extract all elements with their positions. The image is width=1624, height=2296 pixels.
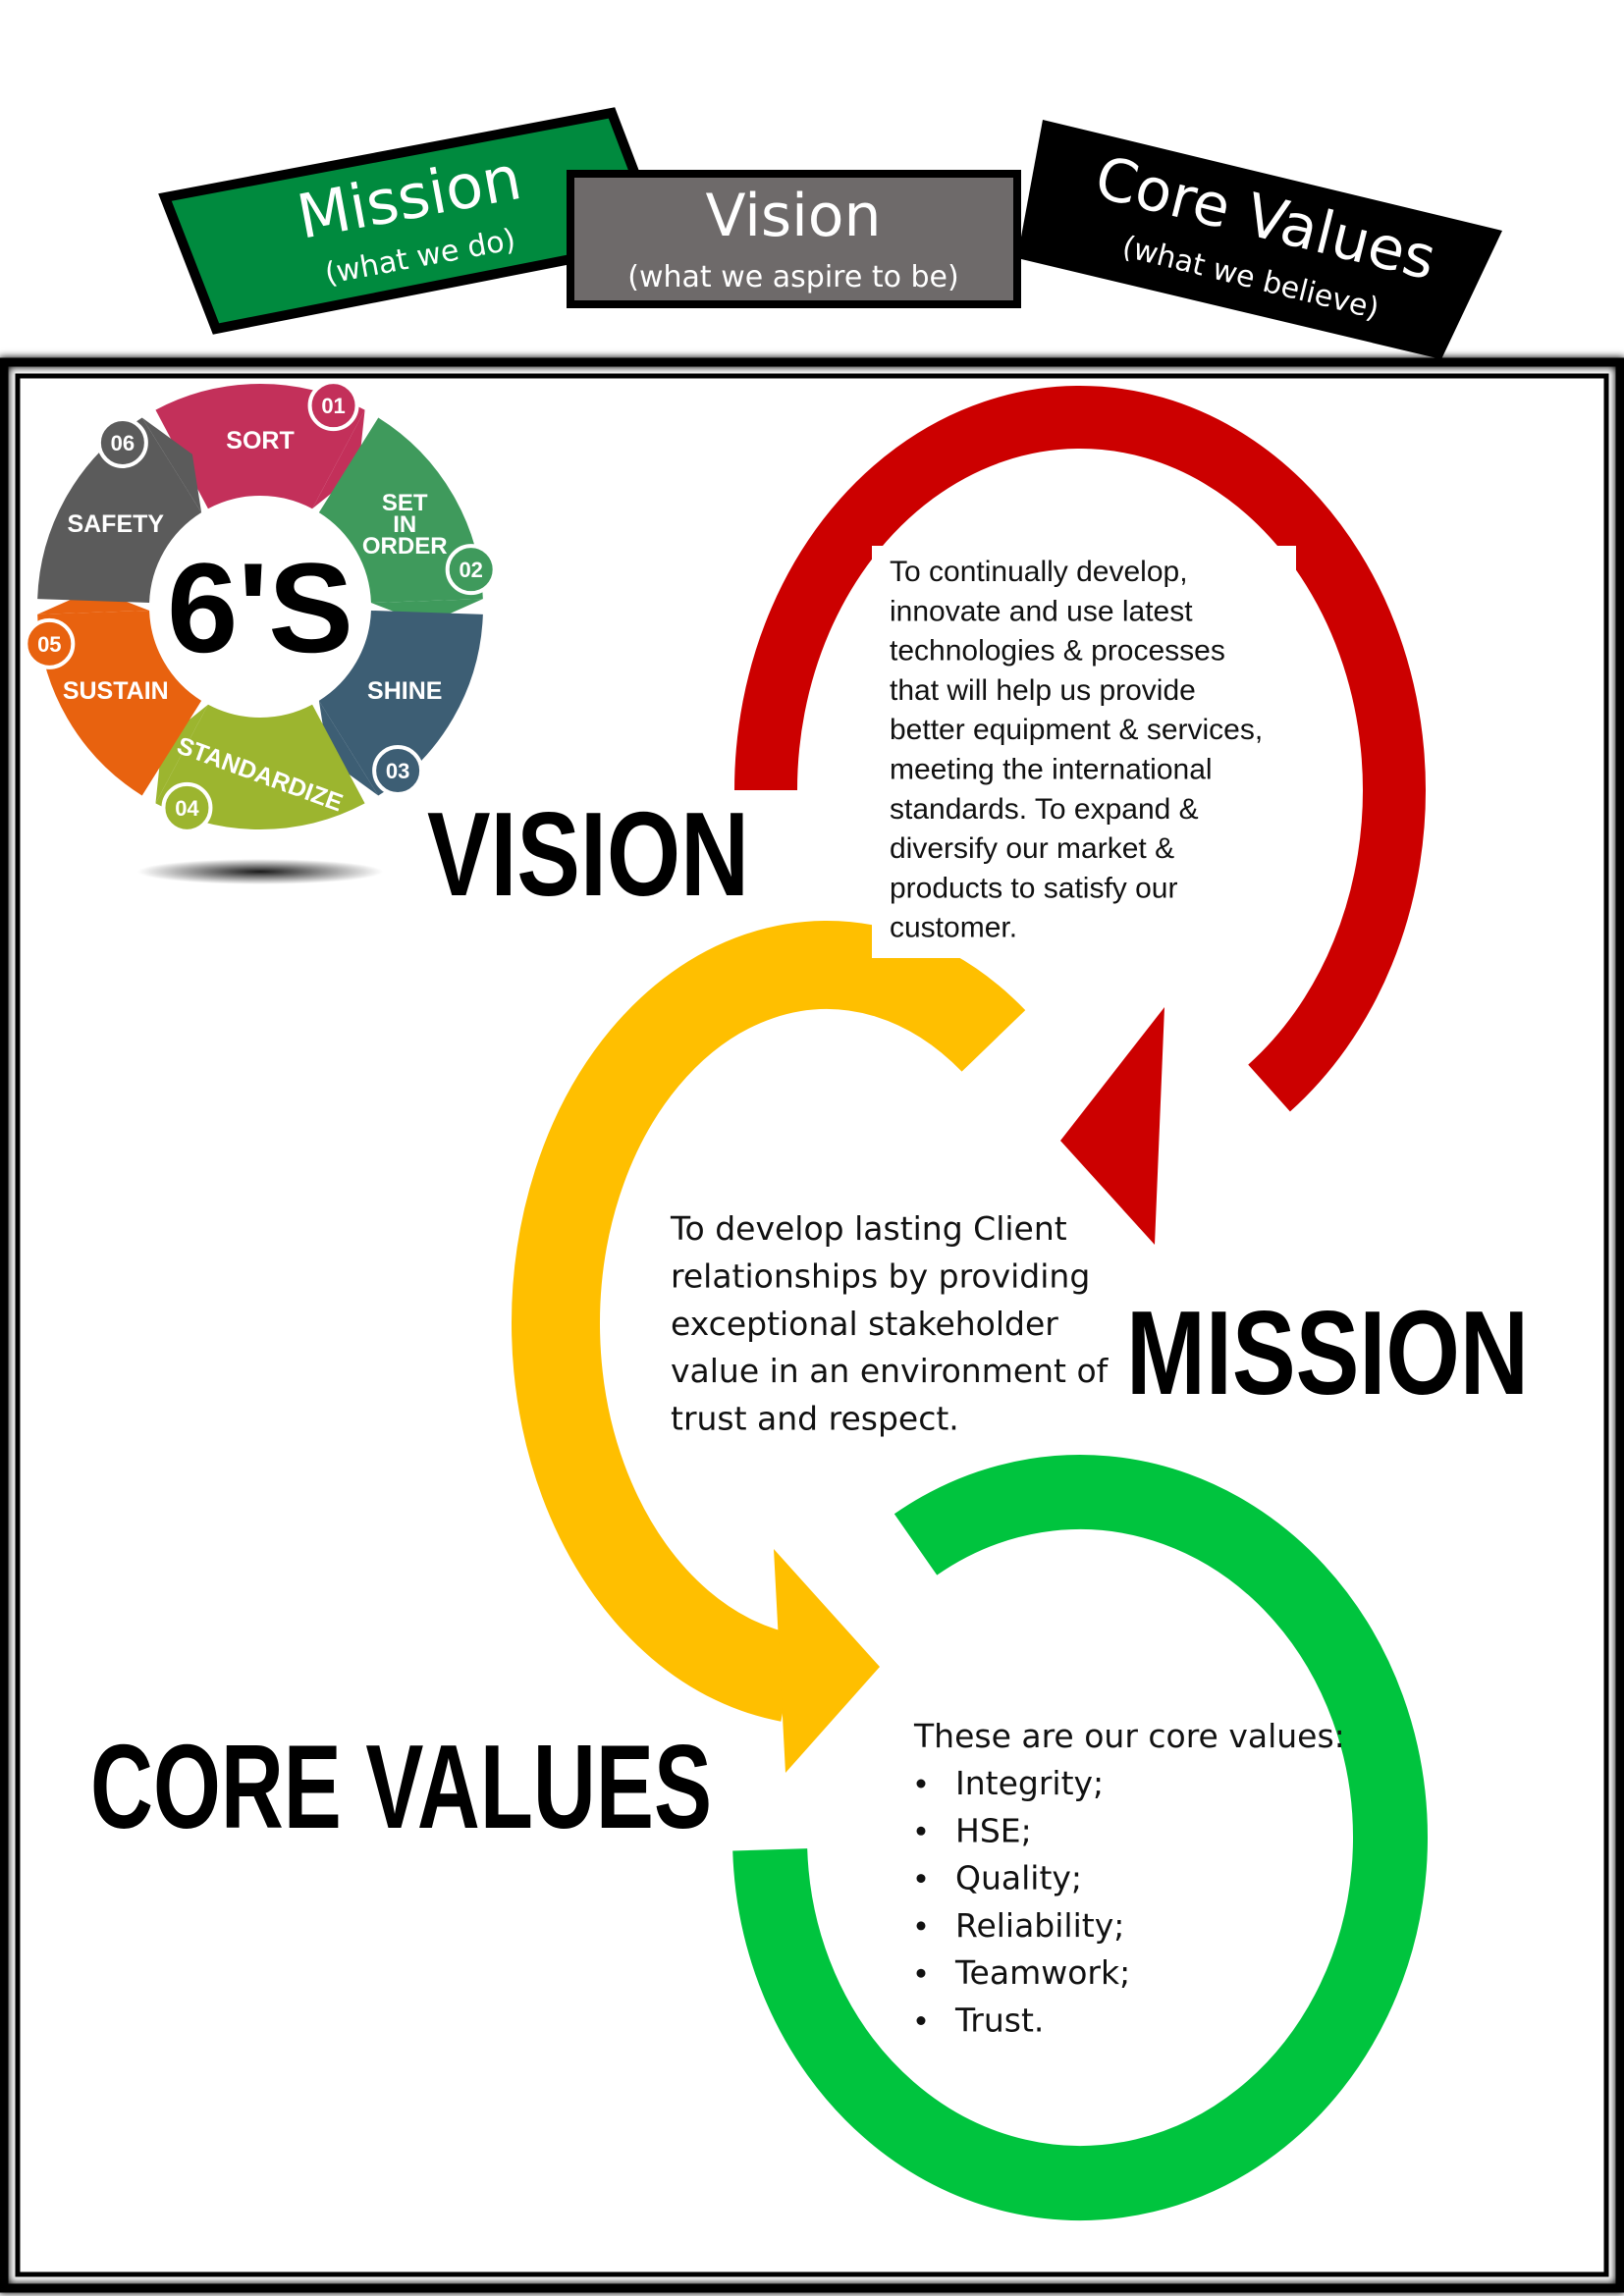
vision-heading: VISION [427,787,749,921]
vision-line: customer. [890,912,1017,944]
six-s-number-badge [445,544,497,596]
vision-tag: Vision (what we aspire to be) [567,170,1021,308]
six-s-center-label: 6'S [167,536,353,679]
vision-text-box [872,546,1296,958]
six-s-label: IN [393,511,416,538]
core-value-item: Integrity; [955,1764,1104,1802]
core-value-item: Teamwork; [954,1953,1130,1992]
six-s-number-badge [372,744,424,796]
six-s-label: SORT [226,427,294,454]
six-s-label: SET [382,490,428,516]
six-s-label: SHINE [367,677,442,705]
core-values-tag: Core Values (what we believe) [1017,120,1502,359]
six-s-segment-safety: SAFETY 06 [37,417,203,605]
six-s-label: SUSTAIN [63,677,169,705]
poster-frame [0,357,1624,2293]
vision-arrow-head [1060,1007,1164,1245]
core-value-item: Trust. [954,2002,1044,2040]
six-s-number: 04 [175,796,199,821]
core-values-ring [732,1455,1428,2220]
six-s-number-badge [307,380,359,432]
vision-tag-subtitle: (what we aspire to be) [627,260,958,294]
vision-statement: To continually develop, innovate and use … [890,556,1263,944]
vision-line: that will help us provide [890,674,1196,707]
core-values-list: These are our core values: Integrity; HSE… [913,1717,1345,2040]
wheel-shadow [137,859,383,884]
vision-tag-title: Vision [705,182,881,250]
mission-arrow-arc [512,921,1026,1722]
mission-line: exceptional stakeholder [671,1305,1058,1343]
bullet-icon [916,1968,926,1978]
six-s-number: 03 [386,759,409,783]
six-s-segment-shine: SHINE 03 [317,609,483,796]
core-values-heading: CORE VALUES [90,1720,712,1853]
bullet-icon [916,1779,926,1789]
mission-line: value in an environment of [671,1352,1110,1390]
vision-line: meeting the international [890,754,1213,786]
bullet-icon [916,2016,926,2025]
six-s-number: 05 [37,632,61,657]
mission-line: relationships by providing [671,1256,1090,1295]
six-s-number: 01 [321,394,345,418]
bullet-icon [916,1921,926,1931]
core-value-item: Reliability; [955,1906,1124,1945]
vision-line: standards. To expand & [890,793,1199,826]
core-values-intro: These are our core values: [913,1717,1345,1755]
mission-arrow-head [774,1549,880,1773]
six-s-number: 06 [111,431,135,455]
core-value-item: HSE; [955,1811,1032,1849]
vision-line: technologies & processes [890,635,1225,667]
bullet-icon [916,1826,926,1836]
six-s-number-badge [96,417,148,469]
mission-line: To develop lasting Client [670,1209,1067,1248]
six-s-label: SAFETY [67,510,164,538]
six-s-number-badge [161,781,213,833]
vision-line: To continually develop, [890,556,1188,588]
six-s-number: 02 [459,558,482,582]
six-s-number-badge [24,617,76,669]
bullet-icon [916,1874,926,1884]
vision-line: innovate and use latest [890,595,1193,627]
vision-arrow-arc [734,386,1426,1112]
mission-statement: To develop lasting Client relationships b… [670,1209,1110,1438]
six-s-label: ORDER [362,533,448,560]
mission-line: trust and respect. [671,1400,959,1438]
core-value-item: Quality; [955,1859,1082,1897]
vision-line: diversify our market & [890,832,1174,865]
vision-line: products to satisfy our [890,872,1177,904]
six-s-segment-sort: SORT 01 [155,380,365,509]
vision-line: better equipment & services, [890,714,1263,746]
mission-heading: MISSION [1126,1286,1529,1419]
